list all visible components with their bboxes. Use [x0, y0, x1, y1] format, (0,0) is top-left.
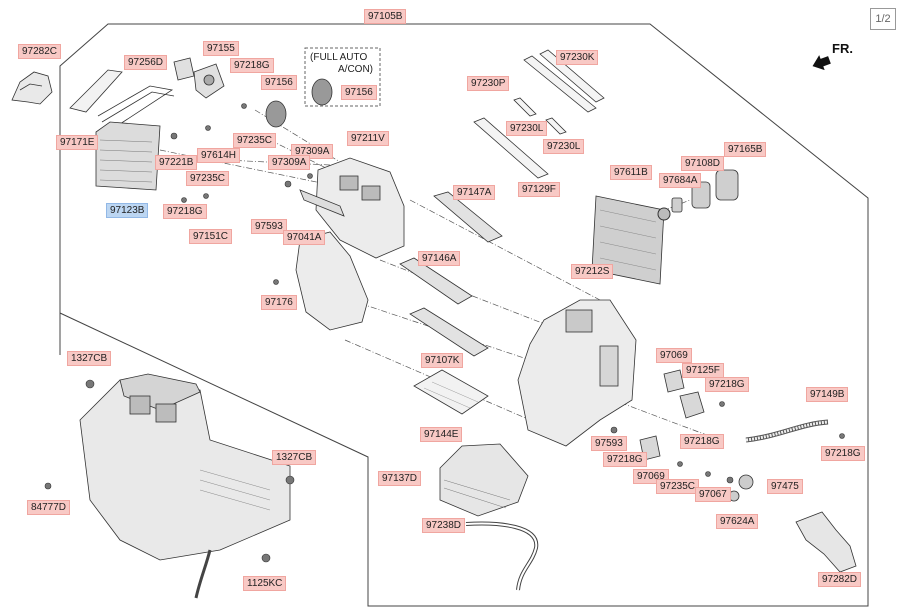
- callout-97221B[interactable]: 97221B: [155, 155, 198, 170]
- callout-97165B[interactable]: 97165B: [724, 142, 767, 157]
- callout-97144E[interactable]: 97144E: [420, 427, 463, 442]
- part-97282C-shape: [11, 71, 53, 105]
- callout-97256D[interactable]: 97256D: [124, 55, 168, 70]
- callout-97212S[interactable]: 97212S: [571, 264, 614, 279]
- callout-97129F[interactable]: 97129F: [518, 182, 560, 197]
- callout-84777D[interactable]: 84777D: [27, 500, 71, 515]
- callout-97067[interactable]: 97067: [695, 487, 731, 502]
- callout-97235C-b[interactable]: 97235C: [186, 171, 230, 186]
- page-indicator[interactable]: 1/2: [870, 8, 896, 30]
- callout-97105B[interactable]: 97105B: [364, 9, 407, 24]
- callout-97611B[interactable]: 97611B: [610, 165, 652, 180]
- part-97211V-housing: [295, 157, 405, 331]
- callout-97218G-a[interactable]: 97218G: [230, 58, 274, 73]
- callout-97230K[interactable]: 97230K: [556, 50, 599, 65]
- note-line-1: (FULL AUTO: [310, 52, 368, 63]
- callout-97146A[interactable]: 97146A: [418, 251, 461, 266]
- callout-97156-b[interactable]: 97156: [341, 85, 377, 100]
- part-97282D-duct: [795, 511, 857, 573]
- part-assembled-unit: [79, 373, 291, 599]
- callout-97108D[interactable]: 97108D: [681, 156, 725, 171]
- callout-97218G-b[interactable]: 97218G: [163, 204, 207, 219]
- callout-97624A[interactable]: 97624A: [716, 514, 759, 529]
- part-seals: [671, 169, 739, 213]
- callout-97475[interactable]: 97475: [767, 479, 803, 494]
- part-doors: [399, 191, 503, 357]
- callout-97218G-c[interactable]: 97218G: [705, 377, 749, 392]
- part-97212S-housing: [517, 299, 637, 447]
- part-97144E-filter: [413, 369, 489, 415]
- callout-97238D[interactable]: 97238D: [422, 518, 466, 533]
- callout-1327CB-b[interactable]: 1327CB: [272, 450, 317, 465]
- callout-97230L-b[interactable]: 97230L: [543, 139, 585, 154]
- part-actuators-top: [173, 57, 225, 99]
- callout-97211V[interactable]: 97211V: [347, 131, 389, 146]
- callout-97041A[interactable]: 97041A: [283, 230, 326, 245]
- callout-97155[interactable]: 97155: [203, 41, 239, 56]
- part-97156-shape: [265, 78, 333, 128]
- callout-97593-a[interactable]: 97593: [251, 219, 287, 234]
- callout-97151C[interactable]: 97151C: [189, 229, 233, 244]
- callout-97137D[interactable]: 97137D: [378, 471, 422, 486]
- screw-icons: [44, 103, 845, 563]
- callout-97218G-d[interactable]: 97218G: [603, 452, 647, 467]
- callout-97282D[interactable]: 97282D: [818, 572, 862, 587]
- callout-97123B[interactable]: 97123B: [106, 203, 149, 218]
- full-auto-note-box: [304, 47, 381, 107]
- callout-97147A[interactable]: 97147A: [453, 185, 496, 200]
- callout-97309A-b[interactable]: 97309A: [268, 155, 311, 170]
- callout-97235C-a[interactable]: 97235C: [233, 133, 277, 148]
- callout-97684A[interactable]: 97684A: [659, 173, 702, 188]
- callout-97069-a[interactable]: 97069: [656, 348, 692, 363]
- part-97123B-shape: [95, 121, 161, 191]
- callout-97107K[interactable]: 97107K: [421, 353, 464, 368]
- part-97611B-evaporator: [591, 195, 671, 285]
- part-97137D-case: [439, 443, 529, 517]
- front-arrow-icon: [812, 55, 831, 71]
- front-direction-label: FR.: [832, 41, 853, 56]
- callout-97235C-c[interactable]: 97235C: [656, 479, 700, 494]
- callout-97176[interactable]: 97176: [261, 295, 297, 310]
- part-97171E-shape: [69, 69, 175, 125]
- callout-97156-a[interactable]: 97156: [261, 75, 297, 90]
- callout-97282C[interactable]: 97282C: [18, 44, 62, 59]
- callout-97171E[interactable]: 97171E: [56, 135, 99, 150]
- callout-97593-b[interactable]: 97593: [591, 436, 627, 451]
- assembly-boundary: [59, 23, 869, 607]
- callout-97230L-a[interactable]: 97230L: [506, 121, 548, 136]
- callout-97125F[interactable]: 97125F: [682, 363, 724, 378]
- part-97230-rods: [473, 49, 605, 179]
- full-auto-note: (FULL AUTO A/CON): [310, 52, 373, 76]
- callout-97149B[interactable]: 97149B: [806, 387, 849, 402]
- callout-97614H[interactable]: 97614H: [197, 148, 241, 163]
- callout-97218G-e[interactable]: 97218G: [680, 434, 724, 449]
- callout-97218G-f[interactable]: 97218G: [821, 446, 865, 461]
- callout-1327CB-a[interactable]: 1327CB: [67, 351, 112, 366]
- part-97238D-hose: [465, 521, 539, 591]
- callout-97230P[interactable]: 97230P: [467, 76, 510, 91]
- callout-1125KC[interactable]: 1125KC: [243, 576, 287, 591]
- note-line-2: A/CON): [338, 64, 373, 75]
